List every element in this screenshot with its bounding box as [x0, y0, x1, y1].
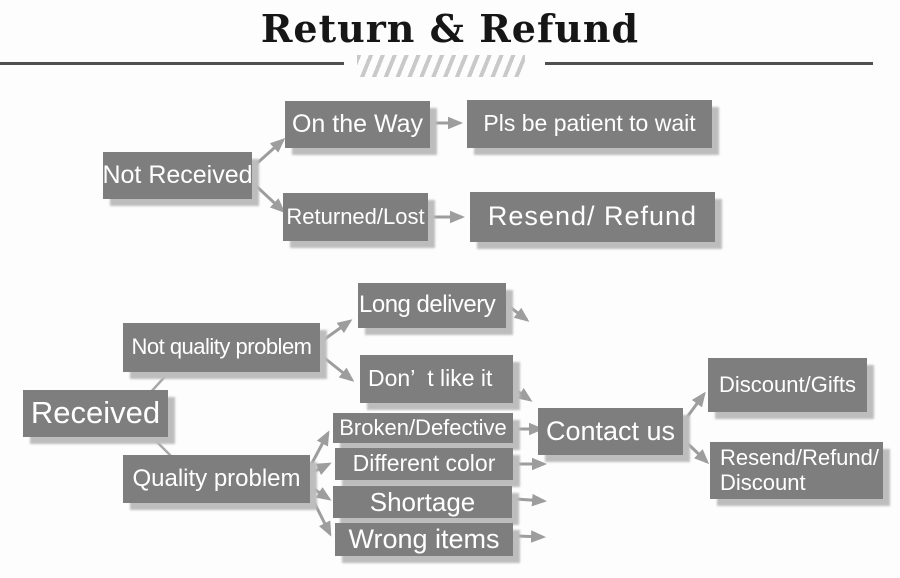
- arrow-wrong-items-to-contact-us: [516, 530, 546, 543]
- node-not-received: Not Received: [102, 152, 253, 199]
- arrow-contact-us-to-discount-gifts: [683, 391, 706, 421]
- arrow-qp-to-different-color: [310, 462, 332, 476]
- node-shortage: Shortage: [333, 486, 512, 518]
- line-received-to-not-quality-problem: [149, 370, 171, 394]
- node-contact-us: Contact us: [538, 408, 683, 455]
- arrow-qp-to-broken-defective: [309, 430, 330, 466]
- title-rule-right: [545, 62, 873, 65]
- arrow-qp-to-shortage: [310, 485, 332, 501]
- arrow-contact-us-to-resend-refund-discount: [683, 439, 710, 465]
- node-long-delivery: Long delivery: [358, 283, 506, 328]
- node-dont-like-it: Don’ t like it: [360, 355, 513, 403]
- line-received-to-quality-problem: [148, 433, 174, 459]
- arrow-shortage-to-contact-us: [515, 493, 547, 507]
- node-broken-defective: Broken/Defective: [333, 413, 513, 443]
- node-received: Received: [23, 390, 168, 437]
- arrow-long-delivery-to-contact-us: [505, 302, 530, 322]
- node-different-color: Different color: [335, 448, 513, 480]
- arrow-nqp-to-dont-like-it: [321, 354, 355, 382]
- arrow-not-received-to-on-the-way: [252, 137, 286, 168]
- arrow-not-received-to-returned-lost: [252, 182, 286, 214]
- title-rule-left: [0, 62, 344, 65]
- arrow-nqp-to-long-delivery: [321, 319, 353, 343]
- title-hatch-decoration: [357, 55, 525, 77]
- node-not-quality-problem: Not quality problem: [123, 323, 320, 372]
- node-wrong-items: Wrong items: [335, 523, 513, 556]
- node-resend-refund: Resend/ Refund: [470, 192, 715, 242]
- arrow-qp-to-wrong-items: [309, 495, 332, 537]
- node-quality-problem: Quality problem: [123, 455, 310, 503]
- page-title: Return & Refund: [260, 6, 640, 51]
- node-on-the-way: On the Way: [285, 101, 430, 148]
- node-resend-refund-discount: Resend/Refund/ Discount: [710, 442, 883, 499]
- node-pls-be-patient-to-wait: Pls be patient to wait: [467, 100, 712, 148]
- node-discount-gifts: Discount/Gifts: [708, 358, 867, 412]
- node-returned-lost: Returned/Lost: [283, 193, 428, 241]
